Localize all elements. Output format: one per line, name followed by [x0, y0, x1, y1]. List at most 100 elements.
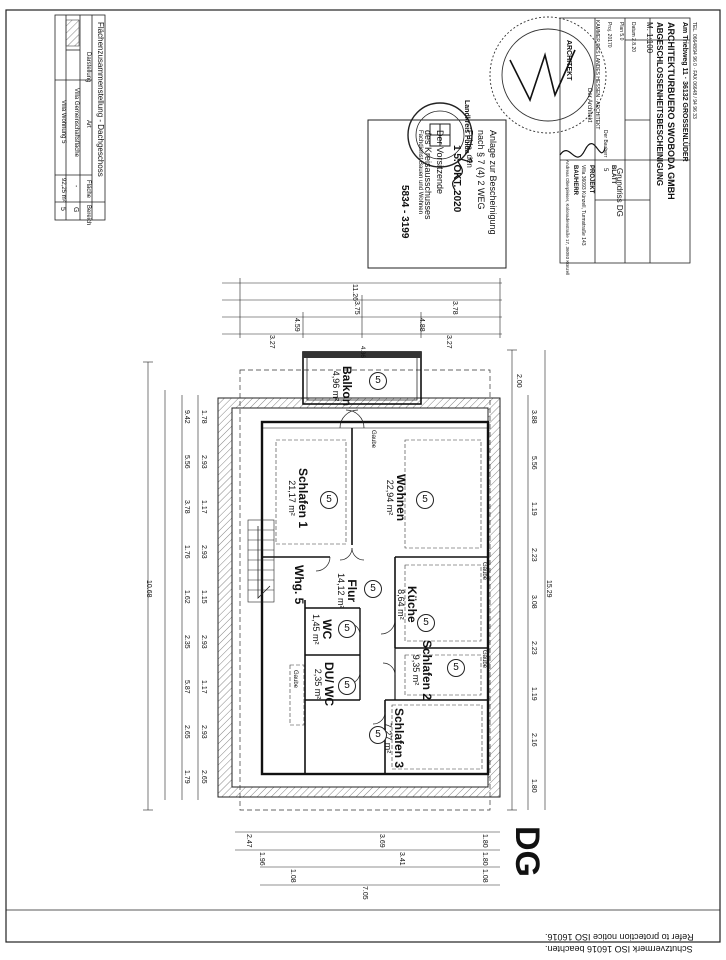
- tb-scale: M. 1:100: [645, 22, 654, 54]
- dim-left-total: 10.68: [145, 580, 152, 598]
- dim-left2-0: 1.78: [200, 409, 207, 424]
- dim-left2-7: 2.93: [200, 724, 207, 739]
- room-wc-area: 1,45 m²: [311, 614, 321, 645]
- summary-table-title: Flächenzusammenstellung - Dachgeschoss: [96, 22, 105, 177]
- room-schlafen-1-name: Schlafen 1: [296, 468, 310, 529]
- room-schlafen-1: Schlafen 1 21,17 m²: [286, 468, 310, 529]
- dim-bottom-3c: 1.80: [481, 852, 488, 866]
- dim-left-3: 1.76: [183, 544, 190, 559]
- approval-line-5: Der Vorsitzende: [435, 130, 445, 195]
- dim-left2-1: 2.93: [200, 454, 207, 469]
- construction-outline: [239, 369, 491, 811]
- dim-bottom-3a: 1.96: [258, 852, 265, 866]
- approval-line-1: Anlage zur Bescheinigung: [488, 130, 498, 235]
- dim-top-overall: 11.26: [351, 284, 358, 301]
- dim-bottom-2a: 2.47: [245, 834, 252, 848]
- room-schlafen-2: Schlafen 2 9,35 m²: [410, 640, 434, 701]
- dim-bottom-2c: 1.80: [481, 834, 488, 848]
- floor-label: DG: [508, 826, 546, 877]
- room-wohnen: Wohnen 22,94 m²: [384, 474, 408, 521]
- dim-top-2a: 3.75: [353, 301, 360, 315]
- dim-left2-4: 1.15: [200, 589, 207, 604]
- dim-left-5: 2.35: [183, 634, 190, 649]
- dim-left-8: 1.79: [183, 769, 190, 784]
- tb-datum: Datum 2.8.20: [630, 22, 636, 53]
- dim-top-3a: 4.59: [293, 318, 300, 332]
- room-whg-5: Whg. 5: [292, 565, 306, 605]
- dim-right-5: 2.23: [530, 640, 537, 655]
- room-schlafen-2-name: Schlafen 2: [420, 640, 434, 701]
- gaube-label-4: Gaube: [292, 670, 298, 689]
- summary-row1-flaeche: -: [72, 185, 79, 188]
- architect-seal: [489, 16, 607, 134]
- dim-left2-8: 2.65: [200, 769, 207, 784]
- roof-eaves: [217, 397, 501, 798]
- tb-bauherr: Andreas Oberpleiser, Kolonadenstraße 17,…: [565, 160, 570, 276]
- room-kueche: Küche 8,64 m²: [395, 586, 419, 623]
- approval-line-2: nach § 7 (4) 2 WEG: [476, 130, 486, 210]
- room-whg-5-name: Whg. 5: [292, 565, 306, 605]
- dim-left-0: 9.42: [183, 409, 190, 424]
- balcony-structure: [302, 351, 422, 405]
- dim-balcony-width: 4.36: [359, 346, 365, 358]
- approval-line-7: Fachdienst Bauen und Wohnen: [417, 130, 423, 214]
- dim-left2-6: 1.17: [200, 679, 207, 694]
- summary-header-art: Art: [85, 120, 91, 128]
- approval-line-6: des Kreisausschusses: [423, 130, 433, 220]
- signature-authority: [452, 157, 473, 191]
- tb-plan-nr: Plan 5.0: [618, 22, 624, 41]
- dim-left-4: 1.62: [183, 589, 190, 604]
- room-schlafen-3-name: Schlafen 3: [392, 708, 406, 769]
- summary-table-frame: [54, 14, 106, 221]
- unit-marker-du-wc: 5: [338, 677, 356, 695]
- summary-header-flaeche: Fläche: [85, 180, 91, 199]
- dim-right-8: 1.80: [530, 778, 537, 793]
- room-wc: WC 1,45 m²: [310, 614, 334, 645]
- title-block-frame: [559, 17, 691, 264]
- approval-stamp-frame: [367, 119, 507, 269]
- gaube-label-3: Gaube: [481, 650, 487, 669]
- unit-marker-flur: 5: [364, 580, 382, 598]
- room-du-wc: DU/ WC 2,35 m²: [312, 662, 336, 706]
- dim-right-7: 2.16: [530, 732, 537, 747]
- tb-signature-label: Der Bauherr: [602, 130, 608, 158]
- dim-right-4: 3.08: [530, 594, 537, 609]
- dimension-lines-right: [507, 349, 546, 811]
- legend-hatch-swatch: [65, 19, 80, 47]
- dim-left-7: 2.65: [183, 724, 190, 739]
- tb-projekt-label: PROJEKT: [588, 165, 594, 194]
- summary-row1-bereich: G: [72, 207, 79, 213]
- unit-marker-schlafen-2: 5: [447, 659, 465, 677]
- gaube-label-2: Gaube: [481, 562, 487, 581]
- official-seal: [407, 102, 473, 168]
- summary-row2-flaeche: 92,25 m²: [60, 178, 66, 202]
- architect-seal-ring: KAMMER DES LANDES HESSEN · ARCHITEKT: [594, 20, 600, 130]
- dim-left-1: 5.56: [183, 454, 190, 469]
- tb-firm-contact: TEL. 06648/94 96 0 · FAX 06648 / 94 96 3…: [691, 22, 697, 119]
- dim-bottom-4b: 1.08: [481, 869, 488, 883]
- room-balkon: Balkon 4,96 m²: [330, 366, 354, 406]
- room-flur: Flur 14,12 m²: [335, 573, 359, 609]
- dim-top-2b: 3.78: [451, 301, 458, 315]
- dim-bottom-2b: 3.69: [378, 834, 385, 848]
- approval-date: 1 5. OKT. 2020: [451, 145, 462, 213]
- dim-right-total: 15.29: [545, 580, 552, 598]
- dim-bottom-4a: 1.08: [289, 869, 296, 883]
- approval-line-3: Fulda, den: [465, 130, 474, 168]
- architect-seal-title: ARCHITEKT: [565, 40, 572, 81]
- summary-header-bereich: Bereich: [85, 205, 91, 226]
- staircase: [247, 519, 275, 603]
- room-flur-name: Flur: [345, 579, 359, 603]
- dim-bottom-overall: 7.05: [361, 886, 368, 900]
- room-balkon-area: 4,96 m²: [331, 370, 341, 402]
- dim-right-0: 3.88: [530, 410, 537, 424]
- room-kueche-name: Küche: [405, 586, 419, 623]
- dim-left2-5: 2.93: [200, 634, 207, 649]
- tb-proj-nr: Proj. 20170: [606, 22, 612, 48]
- dimension-lines-left: [143, 361, 199, 811]
- room-wc-name: WC: [320, 619, 334, 640]
- room-du-wc-name: DU/ WC: [322, 662, 336, 706]
- dim-top-4b: 3.27: [445, 335, 452, 349]
- dim-left2-2: 1.17: [200, 499, 207, 514]
